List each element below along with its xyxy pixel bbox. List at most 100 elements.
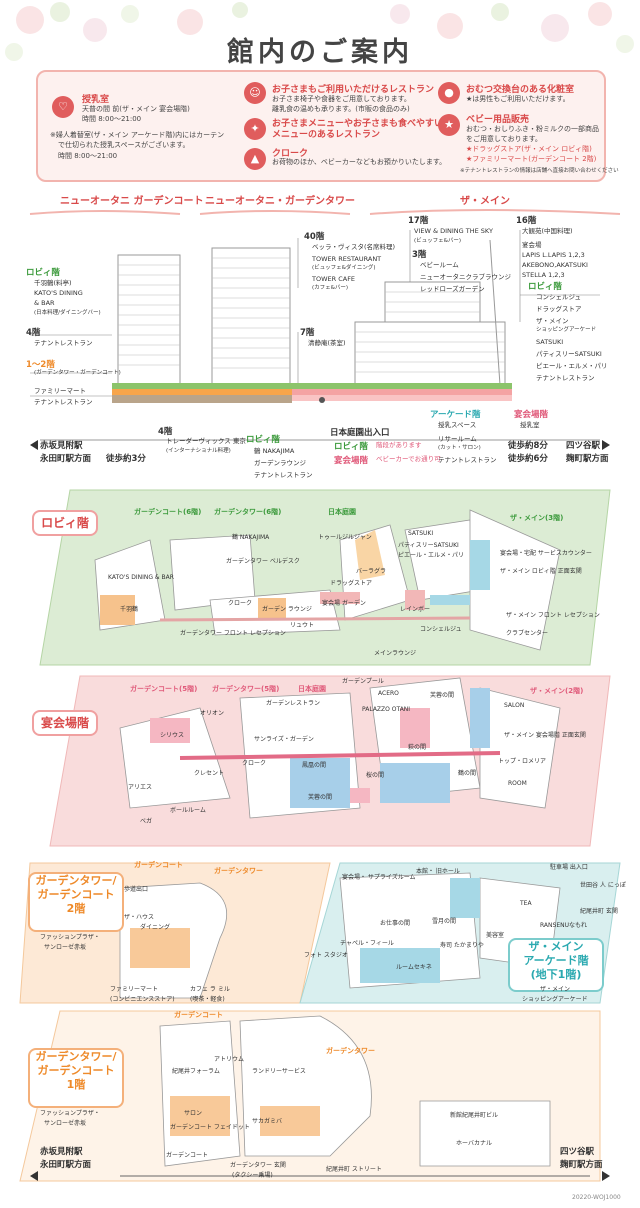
- arcade-lbl-8: 雪月の間: [432, 918, 457, 925]
- banquet-lbl-3: PALAZZO OTANI: [362, 706, 411, 713]
- lobby-lbl-2: 鶴 NAKAJIMA: [232, 534, 270, 541]
- banquet-lbl-6: ザ・メイン 宴会場階 正面玄関: [504, 732, 586, 739]
- cloak-title: クローク: [272, 149, 309, 159]
- diaper-title: おむつ交換台のある化粧室: [466, 85, 575, 95]
- main-lobby-item7: ピエール・エルメ・パリ: [536, 362, 608, 370]
- nursing-room-icon: ♡: [52, 96, 74, 118]
- baby-text2: をご用意しております。: [466, 135, 542, 143]
- gc1f-lbl-6: ガーデンコート: [166, 1152, 209, 1159]
- facility-info-box: [36, 70, 606, 182]
- banquet-map-title: 宴会場階: [32, 710, 98, 736]
- lobby-lbl-6: 宴会場・宅配 サービスカウンター: [500, 550, 592, 557]
- diaper-text: ★は男性もご利用いただけます。: [466, 95, 570, 103]
- main-16f-floor: 16階: [516, 216, 537, 226]
- banquet-lbl-11: 桜の間: [366, 772, 385, 779]
- gc-4f-item: テナントレストラン: [34, 339, 93, 347]
- gc1f-lbl-10: 新館紀尾井町ビル: [450, 1112, 499, 1119]
- main-arcade-item4: テナントレストラン: [438, 456, 497, 464]
- gc-12f-item1: ファミリーマート: [34, 387, 86, 395]
- lobby-lbl-7: ザ・メイン ロビィ階 正面玄関: [500, 568, 582, 575]
- gt-40f-item3: (ビュッフェ&ダイニング): [312, 265, 376, 271]
- gc1f-title-line1: ガーデンタワー/: [35, 1050, 117, 1063]
- banquet-lbl-9: クローク: [242, 760, 267, 767]
- gc1f-gt-label: ガーデンタワー: [326, 1047, 375, 1055]
- floral-header-decoration: [5, 2, 634, 61]
- gc2f-title-line1: ガーデンタワー/: [35, 874, 117, 887]
- cloak-text: お荷物のほか、ベビーカーなどもお預かりいたします。: [272, 158, 447, 166]
- gc2f-title-line2: ガーデンコート: [37, 888, 115, 901]
- page-title: 館内のご案内: [227, 37, 413, 68]
- gt-40f-item1: ベッラ・ヴィスタ(名席料理): [312, 243, 396, 251]
- banquet-lbl-18: クレセント: [194, 770, 225, 777]
- main-lobby-item4: ショッピングアーケード: [536, 327, 597, 333]
- lobby-lbl-8: ガーデン ラウンジ: [262, 606, 312, 613]
- main-arcade-item3: (カット・サロン): [438, 445, 481, 451]
- bottom-left-station1: 赤坂見附駅: [40, 1147, 83, 1157]
- info-note: ※テナントレストランの情報は店舗へ直接お問い合わせください: [460, 168, 619, 174]
- walk-right-station2: 麹町駅方面: [566, 454, 609, 464]
- building-main: ザ・メイン: [460, 196, 510, 207]
- banquet-lbl-10: 鳳凰の間: [302, 762, 327, 769]
- arcade-title-line1: ザ・メイン: [528, 940, 584, 953]
- arcade-title-line2: アーケード階: [523, 954, 589, 967]
- lb-lobby-label: ロビィ階: [334, 442, 368, 452]
- banquet-jp-label: 日本庭園: [298, 685, 326, 693]
- gc2f-gt-label: ガーデンタワー: [214, 867, 263, 875]
- gc-lobby-item4: (日本料理/ダイニングバー): [34, 310, 101, 316]
- nursing-note2: で仕切られた授乳スペースがございます。: [58, 141, 190, 149]
- main-lobby-floor: ロビィ階: [528, 282, 562, 292]
- bottom-right-station1: 四ツ谷駅: [560, 1147, 595, 1157]
- banquet-gc-label: ガーデンコート(5階): [130, 685, 198, 693]
- gt-lobby-item1: 鶴 NAKAJIMA: [254, 447, 295, 455]
- main-lobby-item1: コンシェルジュ: [536, 293, 582, 301]
- gc2f-sub1: ファッションプラザ・: [40, 934, 100, 941]
- main-arcade-floor: アーケード階: [430, 410, 481, 420]
- banquet-lbl-17: ボールルーム: [170, 807, 206, 814]
- gc-lobby-floor: ロビィ階: [26, 268, 60, 278]
- lobby-lbl-3: ガーデンタワー ベルデスク: [226, 558, 300, 565]
- gc1f-lbl-5: サカガミバ: [252, 1118, 283, 1125]
- banquet-lbl-16: 芙蓉の間: [308, 794, 333, 801]
- nursing-hours: 時間 8:00～21:00: [82, 115, 142, 123]
- gt-4f-item1: トレーダーヴィックス 東京: [166, 437, 246, 445]
- main-arcade-item2: リサールーム: [438, 435, 477, 443]
- gc1f-lbl-8: (タクシー乗場): [232, 1172, 273, 1179]
- gc1f-map: [19, 1010, 610, 1182]
- kids-text1: お子さま椅子や食器をご用意しております。: [272, 95, 411, 103]
- lobby-lbl-14: SATSUKI: [408, 530, 434, 537]
- gt-4f-floor: 4階: [158, 427, 173, 437]
- main-3f-item3: レッドローズガーデン: [420, 285, 485, 293]
- arcade-sub1: ザ・メイン: [540, 986, 571, 993]
- lobby-lbl-5: ドラッグストア: [330, 580, 373, 587]
- arcade-lbl-9: ルームセキネ: [396, 964, 432, 971]
- main-17f-item1: VIEW & DINING THE SKY: [414, 227, 493, 235]
- arcade-lbl-11: 寿司 たかまりや: [440, 942, 484, 949]
- gc2f-gc-label: ガーデンコート: [134, 861, 183, 869]
- gc2f-lbl-5: カフェ ラ ミル: [190, 986, 230, 993]
- baby-text3: ★ドラッグストア(ザ・メイン ロビィ階): [466, 145, 592, 153]
- arcade-title-line3: (地下1階): [530, 968, 582, 981]
- main-lobby-item2: ドラッグストア: [536, 305, 582, 313]
- gt-40f-item4: TOWER CAFE: [312, 275, 356, 283]
- gc1f-map-title: ガーデンタワー/ ガーデンコート 1階: [28, 1048, 124, 1108]
- gc1f-sub2: サンローゼ赤坂: [44, 1120, 87, 1127]
- banquet-lbl-8: サンライズ・ガーデン: [254, 736, 314, 743]
- gc1f-lbl-3: サロン: [184, 1110, 203, 1117]
- lb-stairs-note: 階段があります: [376, 441, 422, 449]
- main-16f-item5: STELLA 1,2,3: [522, 271, 565, 279]
- lobby-jp-label: 日本庭園: [328, 508, 356, 516]
- lobby-lbl-16: ピエール・エルメ・パリ: [398, 552, 465, 559]
- kids-text2: 離乳食の温めも承ります。(市販の食品のみ): [272, 105, 410, 113]
- baby-title: ベビー用品販売: [466, 115, 530, 125]
- gc-lobby-item2: KATO'S DINING: [34, 289, 83, 297]
- gt-4f-item2: (インターナショナル料理): [166, 448, 231, 454]
- baby-text4: ★ファミリーマート(ガーデンコート 2階): [466, 155, 597, 163]
- arcade-lbl-2: 駐車場 出入口: [550, 864, 588, 871]
- kids-menu-title: お子さまメニューやお子さまも食べやすい: [272, 119, 444, 129]
- gc1f-lbl-0: アトリウム: [214, 1056, 245, 1063]
- arcade-lbl-5: TEA: [520, 900, 532, 907]
- main-17f-floor: 17階: [408, 216, 429, 226]
- banquet-lbl-14: ROOM: [508, 780, 527, 787]
- gc1f-title-line3: 1階: [66, 1078, 86, 1091]
- gc1f-lbl-7: ガーデンタワー 玄関: [230, 1162, 286, 1169]
